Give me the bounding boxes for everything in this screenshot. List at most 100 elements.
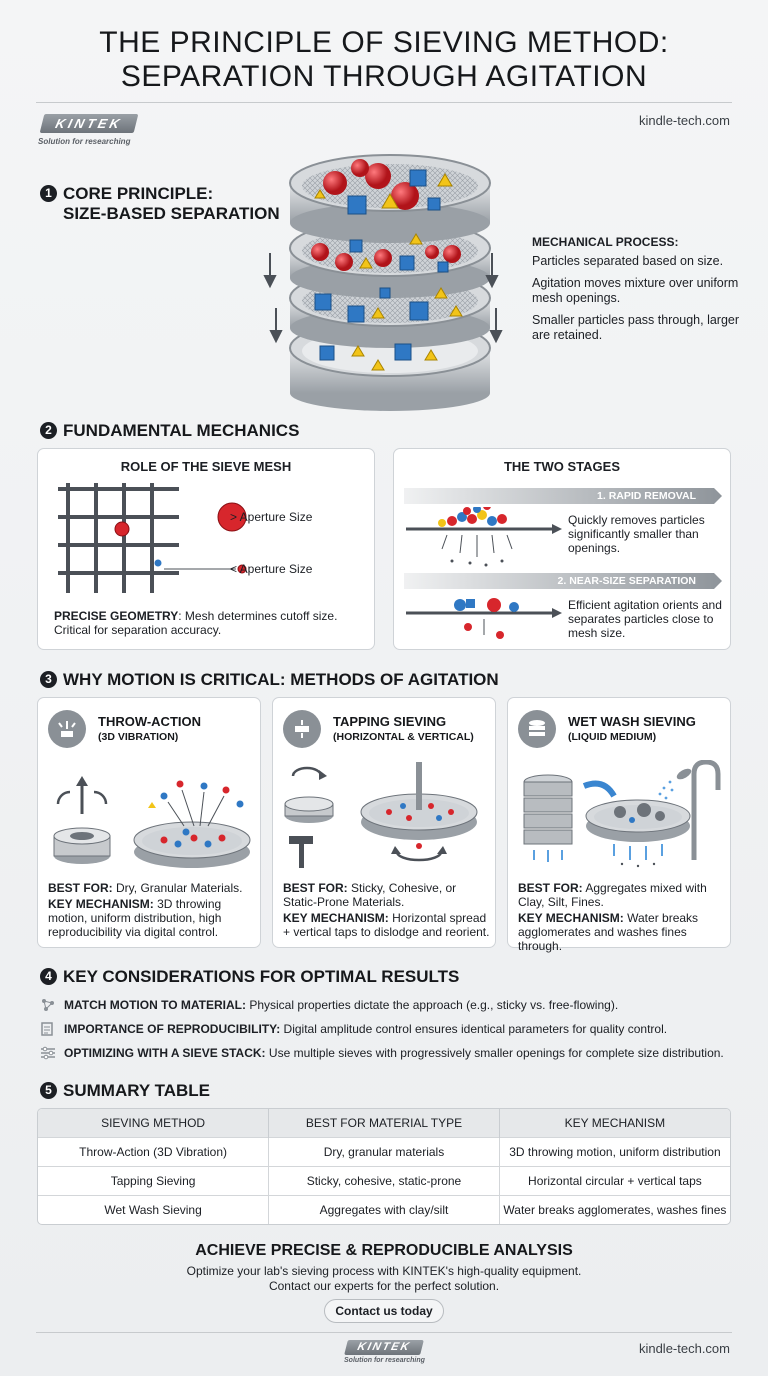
table-cell: Tapping Sieving: [38, 1165, 270, 1195]
method-title: WET WASH SIEVING: [568, 714, 696, 729]
section4-number: 4: [40, 968, 57, 985]
section3-title: WHY MOTION IS CRITICAL: METHODS OF AGITA…: [63, 670, 499, 689]
consideration-item: IMPORTANCE OF REPRODUCIBILITY: Digital a…: [40, 1022, 740, 1036]
stage2-text: Efficient agitation orients and separate…: [568, 598, 722, 640]
cta-line1: Optimize your lab's sieving process with…: [186, 1264, 582, 1278]
table-row: Throw-Action (3D Vibration) Dry, granula…: [38, 1136, 730, 1166]
table-header: SIEVING METHOD: [38, 1109, 270, 1137]
mechanical-process-heading: MECHANICAL PROCESS:: [532, 235, 679, 249]
consideration-item: MATCH MOTION TO MATERIAL: Physical prope…: [40, 998, 740, 1012]
contact-us-button[interactable]: Contact us today: [324, 1299, 444, 1323]
section5-title: SUMMARY TABLE: [63, 1081, 211, 1100]
table-row: Wet Wash Sieving Aggregates with clay/si…: [38, 1194, 730, 1224]
table-cell: Water breaks agglomerates, washes fines: [499, 1194, 730, 1224]
wet-wash-illustration: [523, 760, 721, 868]
table-header: KEY MECHANISM: [499, 1109, 730, 1137]
method-key-mechanism: KEY MECHANISM: 3D throwing motion, unifo…: [48, 897, 222, 939]
throw-action-illustration: [53, 776, 251, 868]
table-cell: Wet Wash Sieving: [38, 1194, 270, 1224]
section1-header: 1 CORE PRINCIPLE: SIZE-BASED SEPARATION: [40, 184, 280, 224]
molecule-icon: [42, 999, 54, 1011]
table-cell: Throw-Action (3D Vibration): [38, 1136, 270, 1166]
method-card-tapping: TAPPING SIEVING (HORIZONTAL & VERTICAL) …: [272, 697, 496, 948]
section1-title-line1: CORE PRINCIPLE:: [63, 184, 214, 203]
two-stages-card-title: THE TWO STAGES: [503, 459, 621, 474]
page-title-line1: THE PRINCIPLE OF SIEVING METHOD:: [99, 26, 669, 59]
section5-number: 5: [40, 1082, 57, 1099]
aperture-larger-label: > Aperture Size: [230, 510, 313, 524]
sieve-mesh-card: ROLE OF THE SIEVE MESH > Aperture Size <…: [37, 448, 375, 650]
section4-title: KEY CONSIDERATIONS FOR OPTIMAL RESULTS: [63, 967, 460, 986]
method-best-for: BEST FOR: Dry, Granular Materials.: [48, 881, 243, 895]
stage2-banner: 2. NEAR-SIZE SEPARATION: [404, 573, 722, 589]
table-cell: Horizontal circular + vertical taps: [499, 1165, 730, 1195]
table-cell: Aggregates with clay/silt: [268, 1194, 500, 1224]
method-title: THROW-ACTION: [98, 714, 201, 729]
table-row: Tapping Sieving Sticky, cohesive, static…: [38, 1165, 730, 1195]
precise-geometry-label: PRECISE GEOMETRY: [54, 609, 179, 623]
bottom-divider: [36, 1332, 732, 1333]
section3-header: 3 WHY MOTION IS CRITICAL: METHODS OF AGI…: [40, 670, 499, 690]
precise-geometry-text: : Mesh determines cutoff size. Critical …: [54, 609, 338, 637]
table-cell: Sticky, cohesive, static-prone: [268, 1165, 500, 1195]
sieve-stack-icon: [518, 710, 556, 748]
table-header: BEST FOR MATERIAL TYPE: [268, 1109, 500, 1137]
mechanical-point: Agitation moves mixture over uniform mes…: [532, 276, 739, 305]
page-title-line2: SEPARATION THROUGH AGITATION: [120, 60, 648, 93]
method-best-for: BEST FOR: Aggregates mixed with Clay, Si…: [518, 881, 707, 909]
aperture-smaller-label: < Aperture Size: [230, 562, 313, 576]
method-title: TAPPING SIEVING: [333, 714, 447, 729]
footer-site-url[interactable]: kindle-tech.com: [638, 1341, 730, 1356]
footer-logo-tagline: Solution for researching: [344, 1357, 425, 1364]
consideration-item: OPTIMIZING WITH A SIEVE STACK: Use multi…: [40, 1046, 740, 1060]
logo-text: KINTEK: [53, 116, 125, 131]
method-card-throw-action: THROW-ACTION (3D VIBRATION) BEST FOR: Dr…: [37, 697, 261, 948]
sieve-mesh-card-title: ROLE OF THE SIEVE MESH: [120, 459, 292, 474]
mechanical-point: Particles separated based on size.: [532, 254, 724, 268]
summary-table: SIEVING METHOD BEST FOR MATERIAL TYPE KE…: [37, 1108, 731, 1225]
section2-number: 2: [40, 422, 57, 439]
precise-geometry-note: PRECISE GEOMETRY: Mesh determines cutoff…: [54, 609, 364, 637]
rapid-removal-diagram: [406, 507, 562, 567]
sliders-icon: [41, 1046, 55, 1060]
mechanical-process-panel: MECHANICAL PROCESS: Particles separated …: [532, 235, 742, 350]
section5-header: 5 SUMMARY TABLE: [40, 1081, 210, 1101]
table-cell: 3D throwing motion, uniform distribution: [499, 1136, 730, 1166]
method-card-wet-wash: WET WASH SIEVING (LIQUID MEDIUM): [507, 697, 731, 953]
site-url[interactable]: kindle-tech.com: [638, 113, 730, 128]
section2-title: FUNDAMENTAL MECHANICS: [63, 421, 300, 440]
method-best-for: BEST FOR: Sticky, Cohesive, or Static-Pr…: [283, 881, 457, 909]
cta-line2: Contact our experts for the perfect solu…: [268, 1279, 500, 1293]
mechanical-point: Smaller particles pass through, larger a…: [532, 313, 740, 342]
method-key-mechanism: KEY MECHANISM: Horizontal spread + verti…: [283, 911, 490, 939]
method-subtitle: (3D VIBRATION): [98, 731, 179, 743]
section1-number: 1: [40, 185, 57, 202]
table-header-row: SIEVING METHOD BEST FOR MATERIAL TYPE KE…: [38, 1109, 730, 1137]
top-divider: [36, 102, 732, 103]
document-icon: [41, 1022, 53, 1036]
section3-number: 3: [40, 671, 57, 688]
section1-title-line2: SIZE-BASED SEPARATION: [63, 204, 280, 223]
stage1-text: Quickly removes particles significantly …: [568, 513, 705, 555]
two-stages-card: THE TWO STAGES 1. RAPID REMOVAL Quickly …: [393, 448, 731, 650]
vibration-icon: [48, 710, 86, 748]
section4-header: 4 KEY CONSIDERATIONS FOR OPTIMAL RESULTS: [40, 967, 459, 987]
method-subtitle: (HORIZONTAL & VERTICAL): [333, 731, 474, 743]
near-size-separation-diagram: [406, 598, 562, 639]
footer-kintek-logo[interactable]: KINTEK: [344, 1340, 424, 1355]
section2-header: 2 FUNDAMENTAL MECHANICS: [40, 421, 299, 441]
tapping-icon: [283, 710, 321, 748]
cta-title: ACHIEVE PRECISE & REPRODUCIBLE ANALYSIS: [195, 1242, 573, 1259]
mesh-grid-diagram: [58, 483, 247, 593]
method-key-mechanism: KEY MECHANISM: Water breaks agglomerates…: [518, 911, 699, 953]
logo-tagline: Solution for researching: [38, 137, 131, 146]
page-title: THE PRINCIPLE OF SIEVING METHOD: SEPARAT…: [0, 26, 768, 94]
tapping-illustration: [284, 762, 478, 868]
footer-logo-text: KINTEK: [356, 1341, 413, 1353]
stage1-banner: 1. RAPID REMOVAL: [404, 488, 722, 504]
table-cell: Dry, granular materials: [268, 1136, 500, 1166]
kintek-logo[interactable]: KINTEK: [39, 114, 139, 133]
method-subtitle: (LIQUID MEDIUM): [568, 731, 657, 743]
sieve-stack-illustration: [263, 154, 503, 411]
